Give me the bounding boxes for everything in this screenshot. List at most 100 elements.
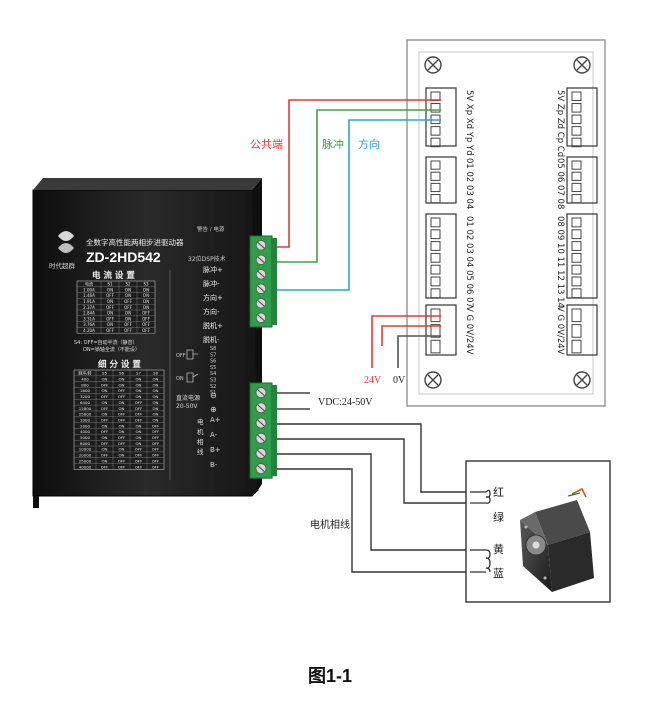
stepper-motor: 红 绿 黄 蓝 (465, 460, 611, 603)
table-cell: OFF (152, 441, 160, 446)
table-cell: ON (153, 406, 159, 411)
table-cell: OFF (152, 458, 160, 463)
table-cell: OFF (124, 299, 132, 304)
table-cell: ON (119, 429, 125, 434)
coil-icon (470, 549, 491, 573)
table-cell: ON (102, 423, 108, 428)
table-cell: 2000 (80, 423, 90, 428)
connector-pin (430, 160, 441, 170)
table-cell: S8 (153, 371, 158, 376)
connector-pin (571, 324, 582, 338)
table-cell: ON (136, 429, 142, 434)
table-cell: ON (119, 453, 125, 458)
table-cell: 400 (81, 377, 89, 382)
connector-pin (430, 217, 441, 228)
power-plus-symbol: ⊕ (210, 405, 217, 414)
table-cell: ON (153, 382, 159, 387)
wire-color-blue: 蓝 (493, 567, 504, 580)
table-cell: 1600 (80, 388, 90, 393)
connector-pin (430, 324, 441, 338)
dip-label: S2 (210, 384, 216, 390)
block-label-right-1: 5V Zp Zd Cp Cd (555, 90, 565, 157)
switch-on-icon (186, 372, 199, 383)
alarm-power-label: 警告 / 电源 (197, 225, 225, 233)
table-cell: OFF (106, 293, 114, 298)
connector-pin (430, 171, 441, 181)
dip-switch-legend: OFF ON (176, 349, 199, 383)
table-cell: ON (143, 299, 149, 304)
table-cell: 800 (81, 382, 89, 387)
wire-color-red: 红 (493, 486, 504, 499)
table-cell: 3.76A (83, 322, 95, 327)
table-cell: ON (136, 382, 142, 387)
mounting-screw-icon (573, 371, 591, 389)
table-cell: ON (102, 412, 108, 417)
table-cell: 40000 (79, 464, 92, 469)
dip-label: S4 (210, 371, 216, 377)
table-cell: ON (143, 287, 149, 292)
connector-block-right-3 (566, 213, 598, 299)
connector-block-left-1 (425, 87, 457, 147)
motor-terminal-label: B+ (210, 446, 221, 454)
table-cell: 1.91A (83, 299, 95, 304)
connector-pins (430, 91, 582, 354)
table-cell: ON (143, 293, 149, 298)
table-cell: 3.31A (83, 316, 95, 321)
block-label-right-4: V G 0V/24V (555, 306, 565, 355)
table-cell: OFF (106, 305, 114, 310)
table-cell: S1 (107, 282, 113, 287)
table-cell: 25600 (79, 412, 92, 417)
svg-text:ON: ON (176, 376, 184, 382)
table-cell: ON (107, 322, 113, 327)
connector-pin (571, 182, 582, 193)
table-cell: OFF (118, 458, 126, 463)
table-frame (76, 280, 156, 334)
table-cell: OFF (135, 400, 143, 405)
table-cell: OFF (135, 406, 143, 411)
connector-pin (430, 288, 441, 299)
driver-title: 全数字高性能两相步进驱动器 (86, 237, 184, 247)
table-cell: 1.00A (83, 287, 95, 292)
table-cell: OFF (152, 435, 160, 440)
s4-note-2: ON=锁轴全流（不能设） (83, 346, 140, 353)
signal-terminal-label: 脉冲+ (203, 265, 223, 274)
table-cell: S7 (136, 371, 141, 376)
table-cell: ON (136, 435, 142, 440)
connector-pin (430, 126, 441, 136)
controller-board: 5V Xp Xd Yp Yd 01 02 03 04 01 02 03 04 0… (406, 39, 606, 407)
figure-caption: 图1-1 (307, 666, 352, 686)
signal-terminal-label: 脱机+ (203, 321, 223, 330)
table-cell: ON (136, 394, 142, 399)
driver-tagline: 32位DSP技术 (188, 255, 226, 263)
s4-note-1: S4: OFF=自动半流（静音） (74, 339, 138, 346)
connector-block-right-2 (566, 156, 598, 204)
table-cell: OFF (101, 441, 109, 446)
signal-terminal-block (249, 235, 277, 328)
connector-pin (430, 252, 441, 263)
table-cell: 脉冲/转 (79, 371, 92, 376)
connector-block-left-3 (425, 213, 457, 299)
table-cell: OFF (135, 417, 143, 422)
table-cell: 8000 (80, 441, 90, 446)
table-cell: OFF (142, 311, 150, 316)
mounting-screw-icon (424, 371, 442, 389)
table-cell: OFF (118, 394, 126, 399)
table-cell: 4.20A (83, 328, 95, 333)
power-minus-symbol: ⊖ (210, 391, 217, 400)
table-cell: 1.46A (83, 293, 95, 298)
connector-pin (571, 126, 582, 136)
table-cell: OFF (152, 423, 160, 428)
table-cell: ON (107, 311, 113, 316)
block-label-right-3: 08 09 10 11 12 13 14 (555, 216, 565, 308)
connector-pin (430, 339, 441, 354)
table-cell: OFF (152, 453, 160, 458)
connector-pin (430, 103, 441, 113)
connector-pin (571, 137, 582, 148)
motor-terminal-label: A- (210, 431, 218, 439)
table-cell: 1000 (80, 417, 90, 422)
connector-pin (430, 264, 441, 275)
dip-label: S6 (210, 359, 216, 365)
wire-24v-red-2 (381, 325, 441, 346)
